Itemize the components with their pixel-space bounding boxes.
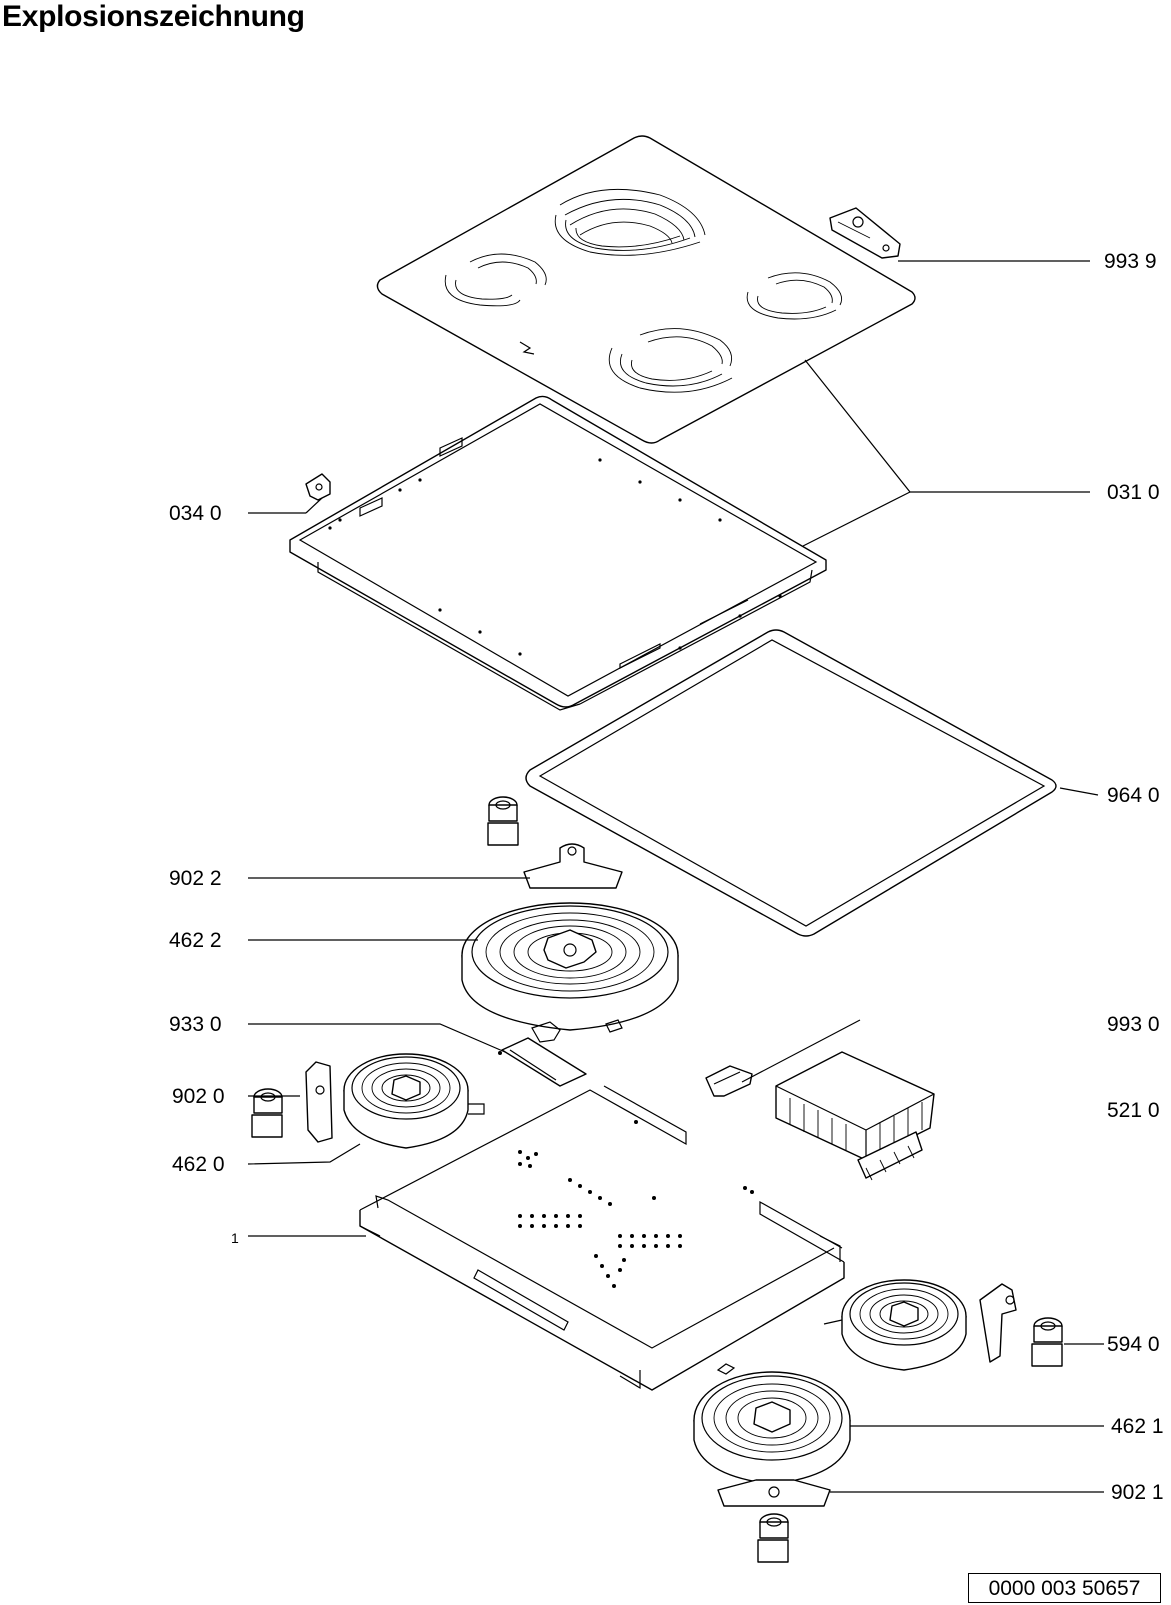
callout-034-0: 034 0 — [169, 502, 222, 525]
callout-993-9: 993 9 — [1104, 250, 1157, 273]
leader-lines — [247, 260, 1104, 1493]
regulator-902-2 — [487, 796, 623, 889]
callout-521-0: 521 0 — [1107, 1099, 1160, 1122]
callout-labels: 993 9 031 0 034 0 964 0 902 2 462 2 933 … — [169, 250, 1164, 1504]
heating-element-462-1 — [693, 1363, 851, 1485]
callout-993-0: 993 0 — [1107, 1013, 1160, 1036]
ceramic-glass-top — [376, 135, 916, 444]
callout-902-2: 902 2 — [169, 867, 222, 890]
callout-902-0: 902 0 — [172, 1085, 225, 1108]
regulator-902-0 — [251, 1061, 333, 1143]
heating-element-462-0 — [343, 1053, 485, 1149]
page-title: Explosionszeichnung — [2, 0, 305, 33]
connector-993-0 — [705, 1065, 753, 1097]
heating-element-594-0 — [823, 1279, 1063, 1371]
base-tray — [359, 1085, 845, 1391]
sensor-933-0 — [498, 1037, 587, 1087]
terminal-block-521-0 — [775, 1051, 935, 1181]
callout-964-0: 964 0 — [1107, 784, 1160, 807]
hob-frame — [289, 395, 827, 711]
heating-element-462-2 — [461, 902, 679, 1043]
callout-902-1: 902 1 — [1111, 1481, 1164, 1504]
bracket-993-9 — [829, 207, 901, 259]
clip-034-0 — [305, 473, 331, 501]
callout-462-2: 462 2 — [169, 929, 222, 952]
document-number-box: 0000 003 50657 — [968, 1573, 1161, 1603]
callout-1: 1 — [231, 1230, 239, 1246]
callout-462-1: 462 1 — [1111, 1415, 1164, 1438]
callout-594-0: 594 0 — [1107, 1333, 1160, 1356]
callout-031-0: 031 0 — [1107, 481, 1160, 504]
callout-462-0: 462 0 — [172, 1153, 225, 1176]
callout-933-0: 933 0 — [169, 1013, 222, 1036]
regulator-902-1 — [717, 1479, 831, 1563]
gasket-seal — [525, 629, 1057, 937]
